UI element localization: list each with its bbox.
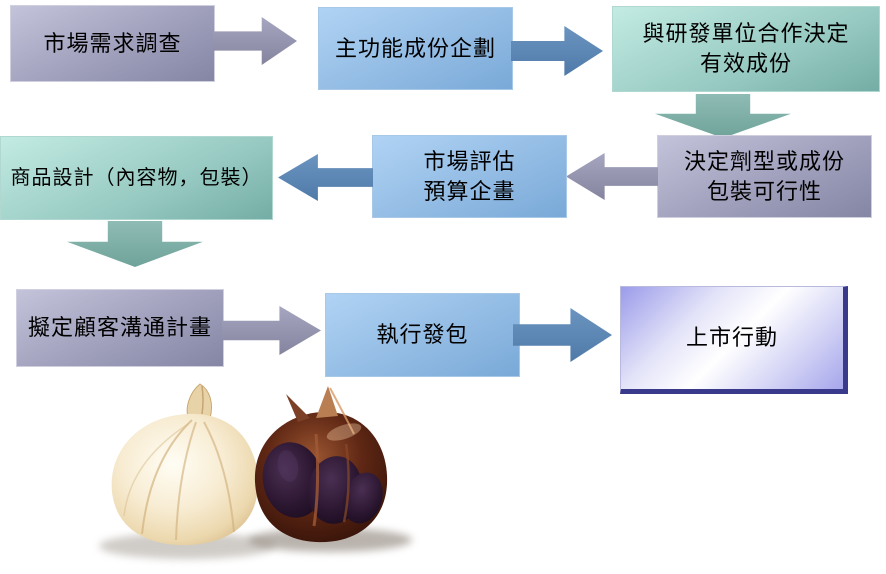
black-garlic-shape: [254, 386, 388, 543]
garlic-photo: [99, 383, 412, 559]
arrow-right-icon: [222, 306, 321, 355]
flow-step-market-evaluation: 市場評估 預算企畫: [372, 135, 567, 218]
flow-step-market-research-label: 市場需求調查: [43, 30, 182, 56]
flow-step-ingredient-planning: 主功能成份企劃: [318, 7, 513, 90]
arrow-right-icon: [513, 308, 612, 362]
flow-step-launch: 上市行動: [620, 286, 848, 394]
flow-step-rnd-cooperation-label: 與研發單位合作決定 有效成份: [642, 21, 850, 76]
flow-step-market-evaluation-label: 市場評估 預算企畫: [423, 148, 516, 204]
arrow-left-icon: [566, 153, 658, 200]
flow-step-ingredient-planning-label: 主功能成份企劃: [334, 35, 496, 61]
flow-step-market-research: 市場需求調查: [10, 5, 215, 82]
flow-step-dosage-feasibility-label: 決定劑型或成份 包裝可行性: [683, 148, 845, 204]
arrow-right-icon: [213, 17, 297, 65]
flow-step-outsourcing: 執行發包: [325, 293, 520, 377]
flow-step-launch-label: 上市行動: [685, 325, 778, 351]
flow-step-customer-communication: 擬定顧客溝通計畫: [16, 289, 224, 367]
flow-step-product-design-label: 商品設計（內容物，包裝）: [10, 166, 263, 189]
arrow-down-icon: [67, 221, 203, 267]
shadow-shape: [99, 533, 275, 559]
arrow-left-icon: [278, 154, 373, 201]
flow-step-outsourcing-label: 執行發包: [376, 322, 469, 348]
flow-step-product-design: 商品設計（內容物，包裝）: [0, 136, 273, 220]
arrow-right-icon: [511, 26, 603, 76]
flow-step-customer-communication-label: 擬定顧客溝通計畫: [27, 315, 212, 341]
flow-step-rnd-cooperation: 與研發單位合作決定 有效成份: [612, 6, 880, 92]
flow-step-dosage-feasibility: 決定劑型或成份 包裝可行性: [657, 135, 872, 218]
white-garlic-shape: [111, 383, 259, 546]
arrow-down-icon: [655, 94, 791, 138]
